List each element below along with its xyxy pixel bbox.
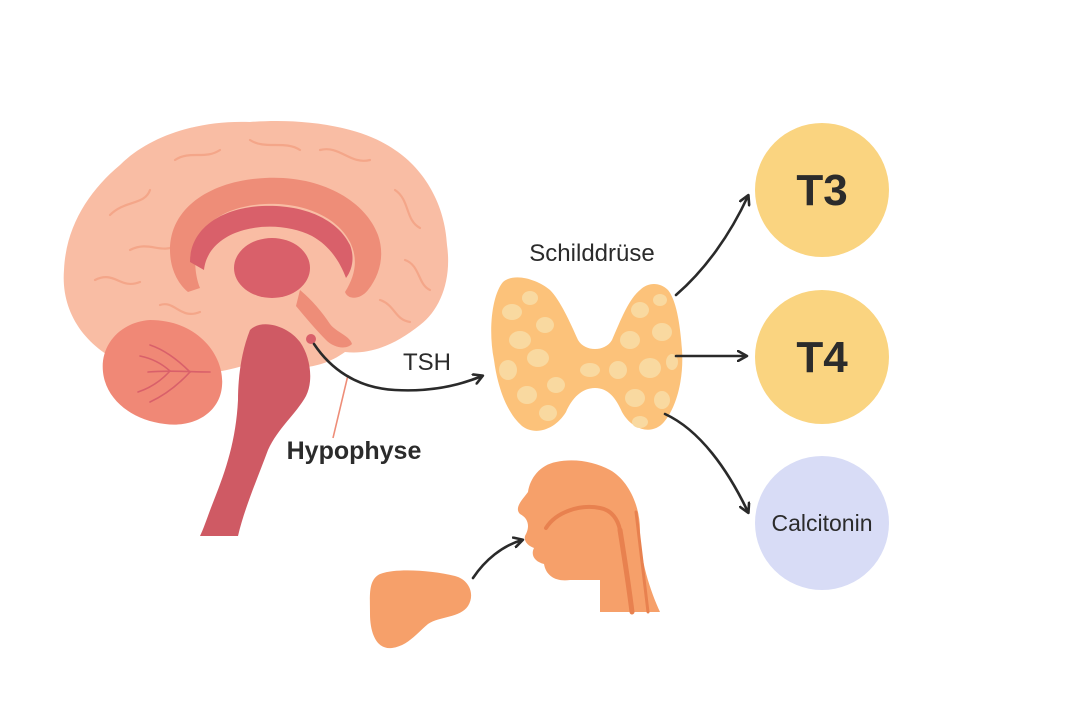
- label-hypophyse: Hypophyse: [287, 437, 422, 465]
- t4-circle: [755, 290, 889, 424]
- cerebellum-branches: [137, 344, 211, 403]
- arrow-hypophyse-to-thyroid: [312, 342, 482, 392]
- arrow-thyroid-to-calcitonin: [663, 412, 748, 512]
- nasal-cavity: [544, 505, 622, 532]
- label-t4: T4: [796, 333, 848, 382]
- airway: [617, 527, 635, 615]
- pituitary-gland: [306, 334, 316, 344]
- t3-circle: [755, 123, 889, 257]
- fornix: [190, 205, 353, 278]
- corpus-callosum: [170, 177, 382, 298]
- brain-folds: [93, 138, 432, 324]
- thalamus: [234, 238, 310, 298]
- hypophyse-pointer: [332, 374, 349, 439]
- hypothalamus: [296, 290, 352, 348]
- esophagus: [634, 510, 650, 614]
- label-schilddruese: Schilddrüse: [529, 240, 654, 267]
- brain-illustration: [63, 120, 449, 536]
- label-tsh: TSH: [403, 349, 451, 376]
- label-t3: T3: [796, 166, 847, 215]
- arrow-thyroid-to-t3: [674, 196, 748, 297]
- small-organ: [369, 570, 472, 649]
- cerebellum: [102, 320, 223, 425]
- thyroid-illustration: [491, 277, 683, 431]
- brainstem: [200, 324, 311, 536]
- arrow-organ-to-head: [471, 540, 522, 580]
- thyroid-cells: [499, 291, 678, 428]
- calcitonin-circle: [755, 456, 889, 590]
- head-profile-illustration: [369, 460, 660, 649]
- label-calcitonin: Calcitonin: [772, 510, 873, 536]
